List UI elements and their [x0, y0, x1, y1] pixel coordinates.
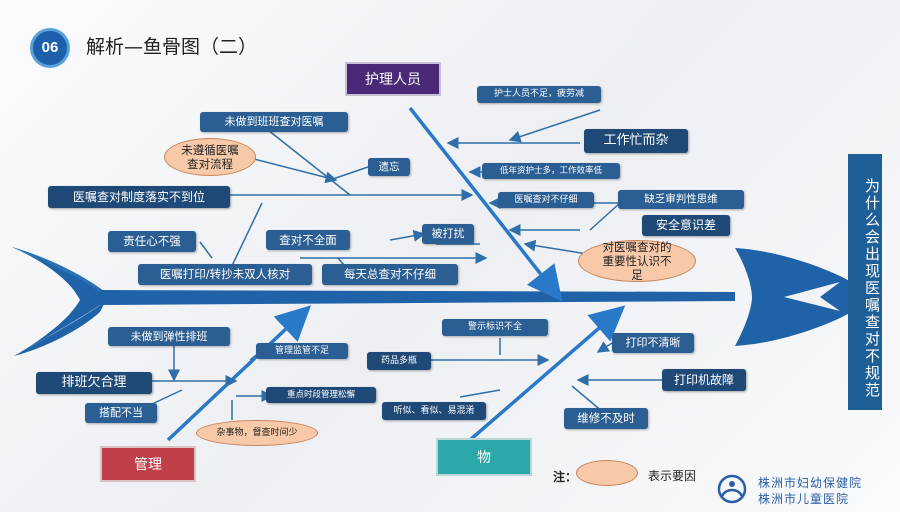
fish-tail	[12, 247, 105, 356]
category-management-box: 管理	[100, 446, 196, 482]
category-material-box: 物	[436, 438, 532, 476]
cause-management-5: 搭配不当	[85, 403, 157, 423]
legend-oval	[576, 460, 638, 486]
cause-nursing-6: 安全意识差	[642, 215, 730, 236]
cause-management-4: 重点时段管理松懈	[266, 387, 376, 403]
logo-text-line2: 株洲市儿童医院	[758, 492, 850, 506]
problem-statement: 为什么会出现医嘱查对不规范	[848, 154, 882, 410]
cause-nursing-5: 缺乏审判性思维	[618, 190, 744, 209]
hospital-logo-icon	[717, 474, 747, 504]
key-cause-management-6: 杂事物，督查时间少	[196, 420, 318, 446]
cause-method-4: 医嘱查对制度落实不到位	[48, 186, 230, 208]
legend-label: 注：	[553, 470, 578, 484]
cause-management-3: 排班欠合理	[36, 372, 152, 394]
fish-tail-upper	[12, 247, 108, 294]
cause-material-3: 打印不清晰	[612, 333, 694, 353]
cause-method-5: 被打扰	[422, 224, 474, 244]
logo-text-line1: 株洲市妇幼保健院	[758, 476, 863, 490]
cause-method-9: 每天总查对不仔细	[322, 264, 458, 285]
fish-spine	[100, 290, 735, 305]
key-cause-method-2: 未遵循医嘱查对流程	[164, 138, 256, 176]
cause-nursing-1: 护士人员不足，疲劳减	[477, 86, 601, 103]
fish-mouth	[784, 282, 840, 311]
cause-management-2: 管理监管不足	[256, 343, 348, 359]
cause-material-4: 打印机故障	[662, 369, 746, 391]
cause-material-6: 维修不及时	[564, 408, 648, 429]
cause-material-5: 听似、看似、易混淆	[382, 402, 486, 420]
cause-method-1: 未做到班班查对医嘱	[200, 112, 348, 132]
cause-material-2: 药品多瓶	[367, 352, 431, 370]
key-cause-nursing-7: 对医嘱查对的重要性认识不足	[578, 240, 696, 282]
cause-nursing-3: 低年资护士多，工作效率低	[482, 163, 620, 179]
cause-method-8: 医嘱打印/转抄未双人核对	[138, 264, 312, 285]
cause-method-6: 责任心不强	[108, 231, 196, 252]
cause-nursing-4: 医嘱查对不仔细	[498, 192, 594, 208]
page-title: 解析—鱼骨图（二）	[86, 36, 258, 58]
category-nursing-box: 护理人员	[345, 62, 441, 96]
cause-material-1: 警示标识不全	[442, 319, 548, 336]
cause-method-7: 查对不全面	[266, 230, 350, 250]
bone-material	[468, 305, 626, 442]
bone-nursing	[408, 106, 563, 302]
cause-method-3: 遗忘	[368, 158, 410, 176]
cause-management-1: 未做到弹性排班	[108, 327, 230, 346]
cause-nursing-2: 工作忙而杂	[584, 129, 688, 153]
legend-text: 表示要因	[648, 469, 697, 483]
section-number-badge: 06	[30, 28, 70, 68]
